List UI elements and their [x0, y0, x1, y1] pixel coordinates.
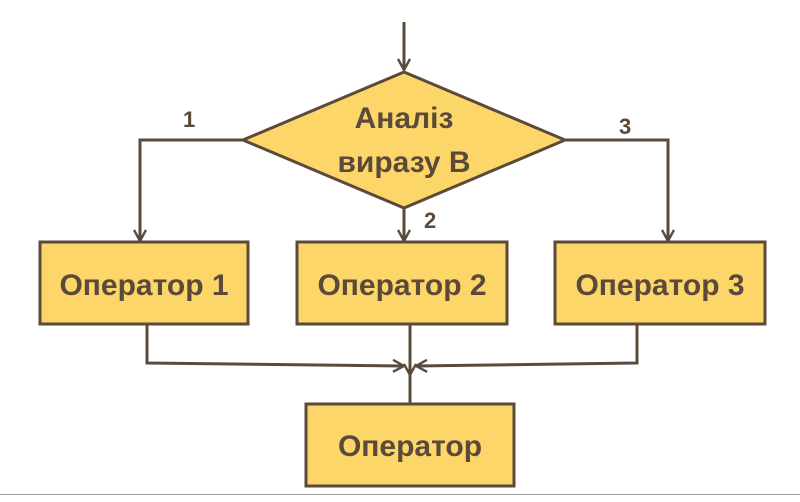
branch-1-number: 1	[183, 107, 195, 132]
operator-2-label: Оператор 2	[317, 269, 486, 302]
operator-3-label: Оператор 3	[575, 269, 744, 302]
operator-2-box	[295, 240, 509, 326]
decision-label-line1: Аналіз	[355, 102, 454, 135]
final-operator-box	[304, 402, 516, 488]
branch-3-number: 3	[619, 114, 631, 139]
operator-3-box	[553, 240, 767, 326]
branch-1-connector	[140, 138, 243, 241]
operator-1-box	[38, 240, 250, 326]
branch-2-number: 2	[424, 208, 436, 233]
merge-left-connector	[145, 324, 404, 366]
bottom-border-line	[0, 494, 800, 495]
branch-3-connector	[565, 138, 668, 241]
operator-1-label: Оператор 1	[59, 269, 228, 302]
final-operator-label: Оператор	[338, 430, 482, 463]
decision-diamond	[239, 70, 569, 210]
decision-label-line2: виразу B	[337, 146, 470, 179]
merge-right-connector	[416, 324, 639, 366]
